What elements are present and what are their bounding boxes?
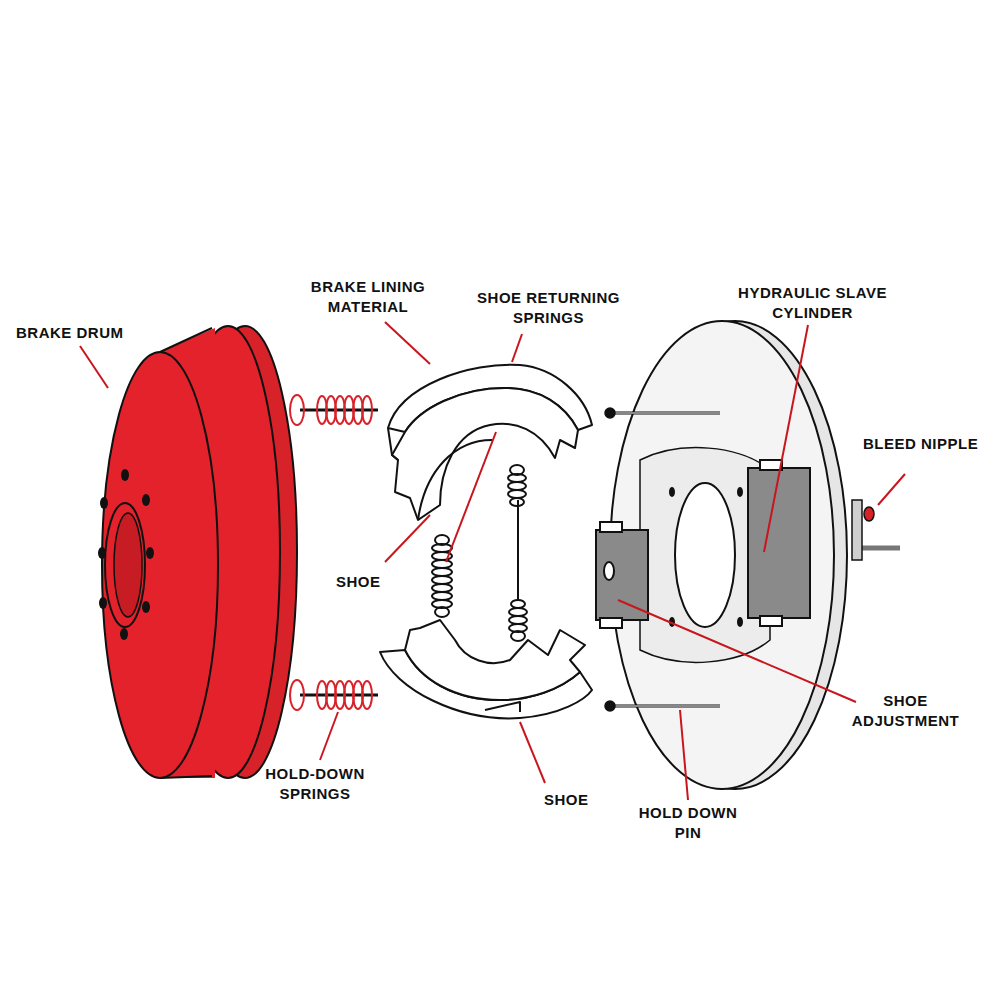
hold-down-spring: [290, 395, 378, 425]
brake-drum: [98, 326, 297, 778]
hold-down-spring: [290, 680, 378, 710]
part-label: SHOE: [336, 572, 381, 592]
part-label: HOLD DOWN PIN: [628, 803, 748, 843]
part-label: BRAKE DRUM: [16, 323, 124, 343]
part-label: BLEED NIPPLE: [863, 434, 978, 454]
part-label: SHOE ADJUSTMENT: [843, 691, 968, 731]
part-label: SHOE: [544, 790, 589, 810]
part-label: HYDRAULIC SLAVE CYLINDER: [720, 283, 905, 323]
part-label: BRAKE LINING MATERIAL: [293, 277, 443, 317]
leader-line: [80, 322, 905, 800]
part-label: HOLD-DOWN SPRINGS: [250, 764, 380, 804]
part-label: SHOE RETURNING SPRINGS: [461, 288, 636, 328]
return-spring: [432, 465, 527, 641]
brake-shoe: [380, 365, 592, 719]
hold-down-pin: [605, 408, 720, 711]
